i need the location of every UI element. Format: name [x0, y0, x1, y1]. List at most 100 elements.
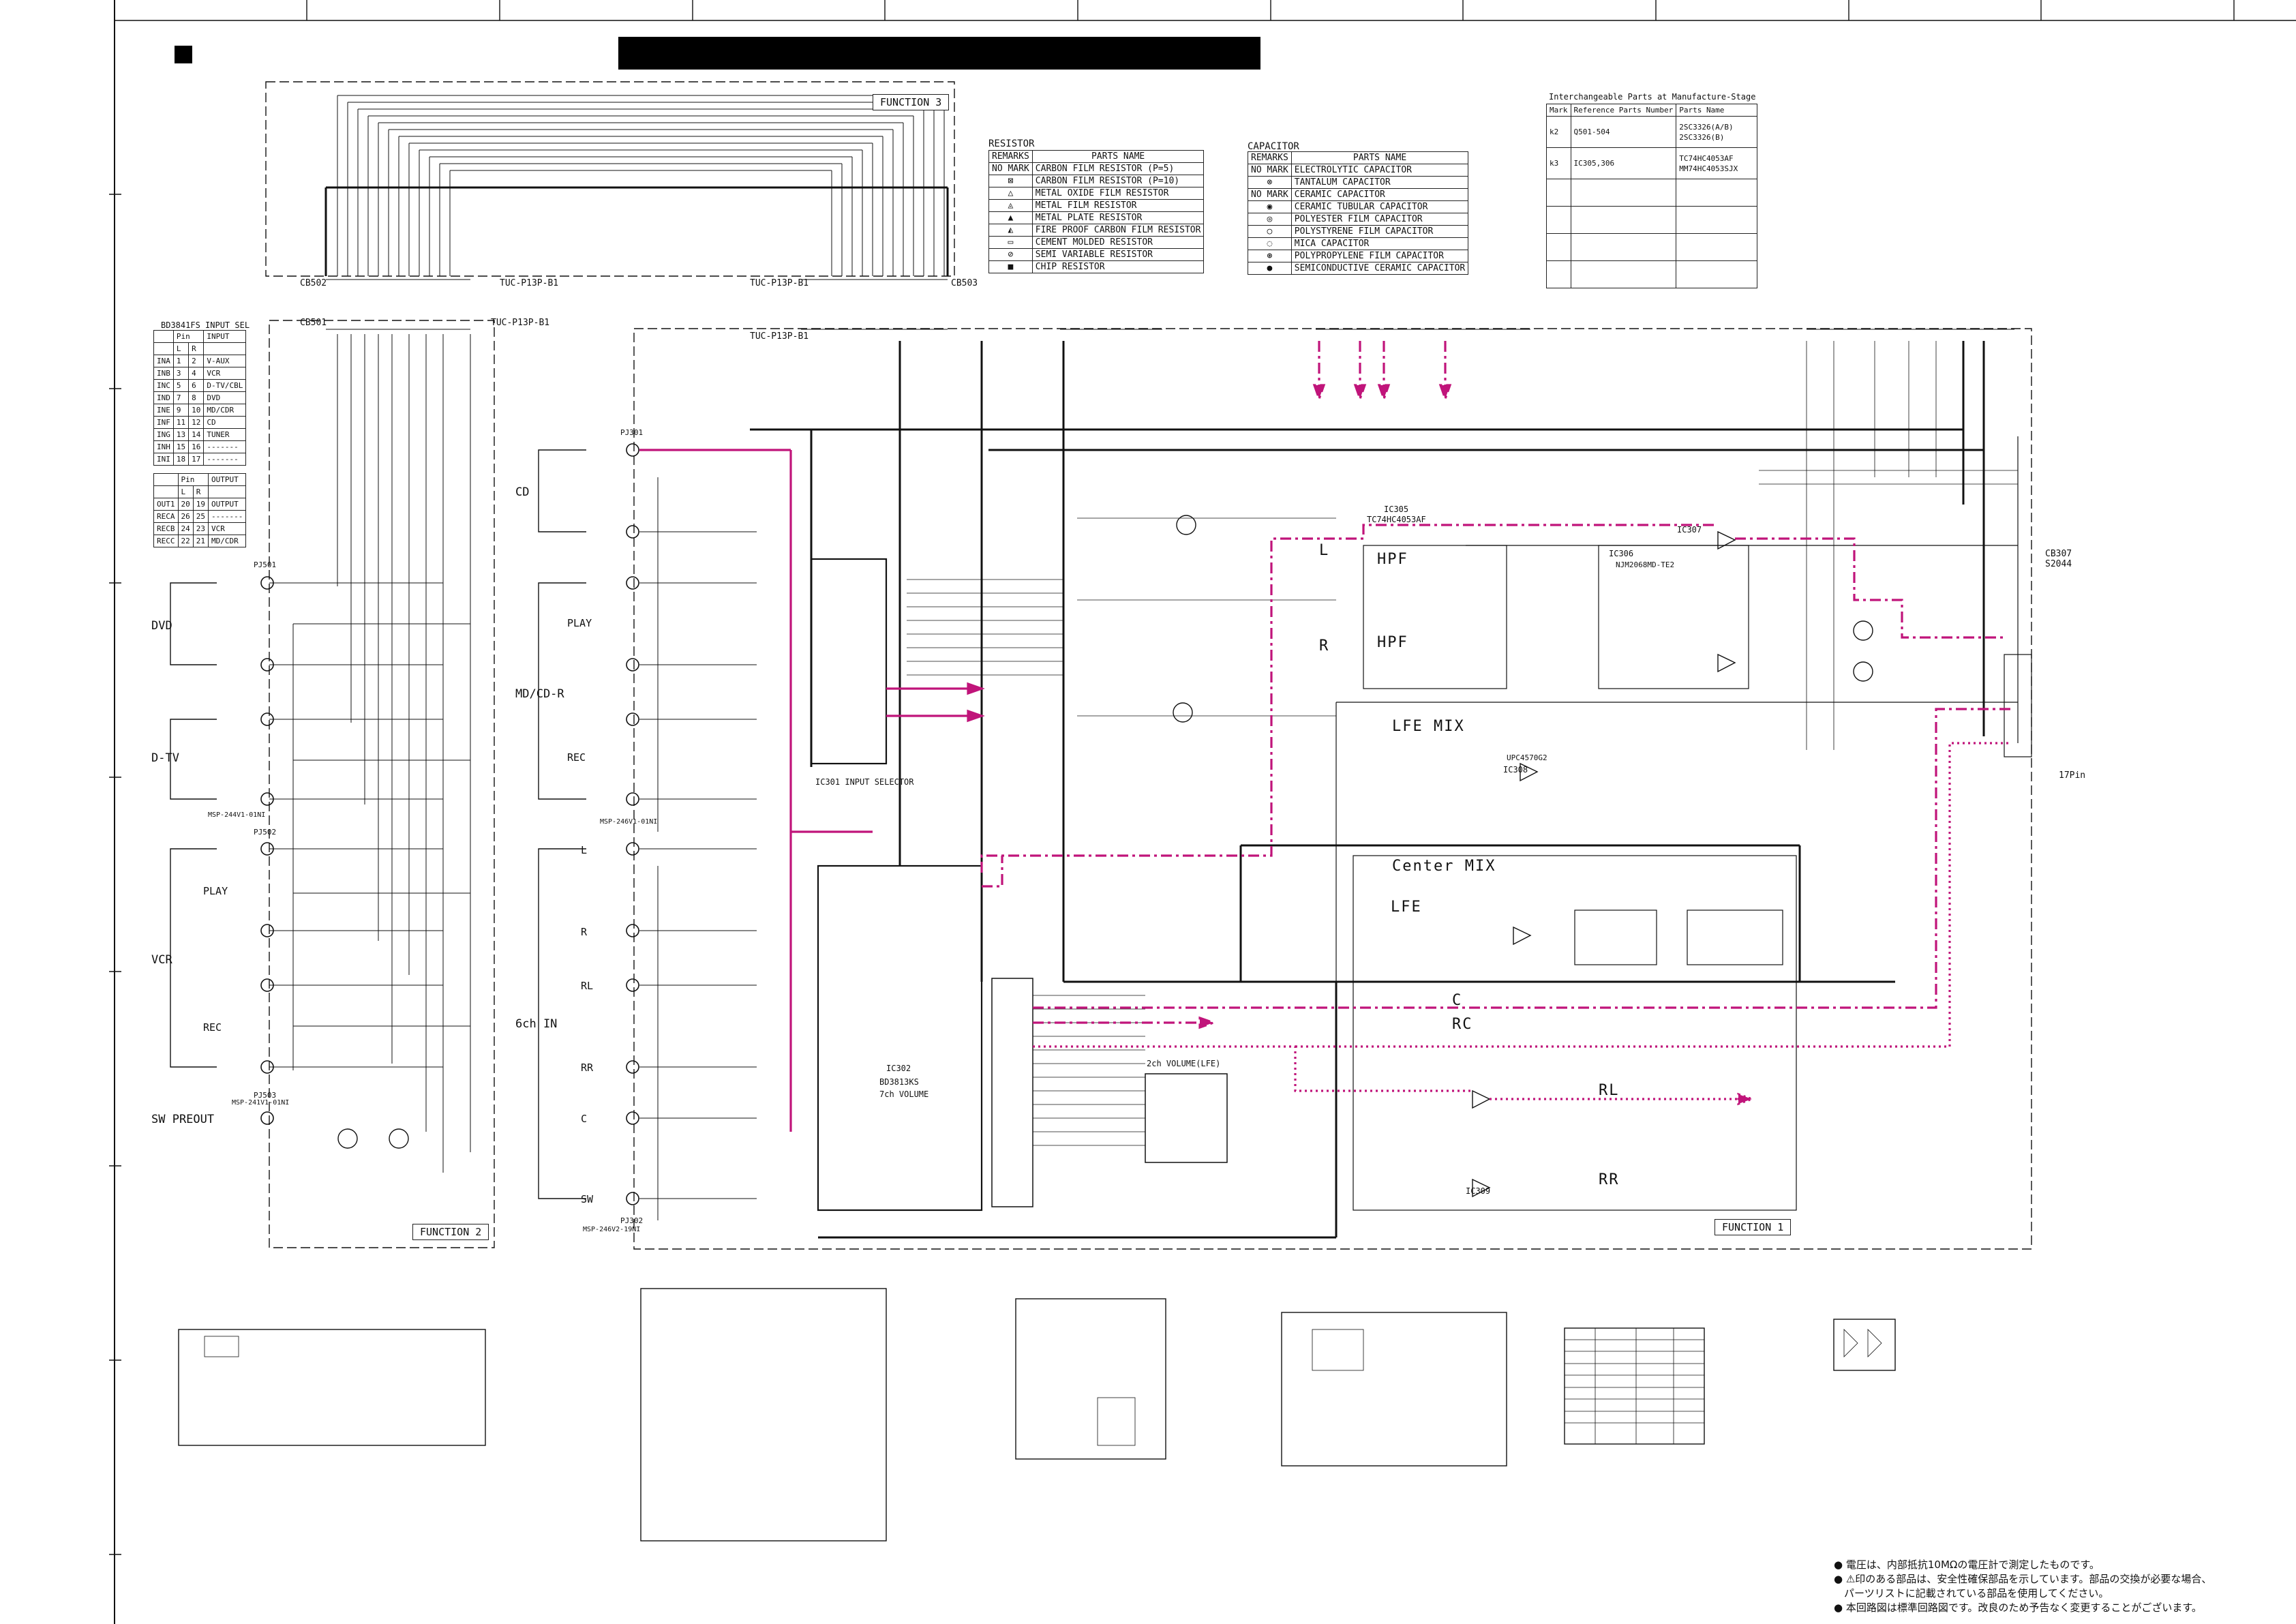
block-hpf-l: HPF	[1377, 551, 1408, 568]
note-line: パーツリストに記載されている部品を使用してください。	[1834, 1587, 2109, 1599]
jack-pj302: PJ302	[620, 1216, 644, 1225]
label-vcr-play: PLAY	[203, 885, 228, 897]
chip-ic302-part: BD3813KS	[879, 1077, 919, 1087]
chip-ic308-part: UPC4570G2	[1507, 753, 1547, 762]
label-vcr: VCR	[151, 953, 172, 967]
jack-pj503: PJ503	[254, 1091, 277, 1100]
label-cd: CD	[515, 485, 530, 499]
chip-ic308: IC308	[1503, 765, 1528, 775]
table-row: ●SEMICONDUCTIVE CERAMIC CAPACITOR	[1248, 262, 1469, 275]
connector-tuc-mid: TUC-P13P-B1	[491, 318, 550, 328]
table-row	[1546, 233, 1758, 261]
note-line: ● 電圧は、内部抵抗10MΩの電圧計で測定したものです。	[1834, 1559, 2100, 1571]
label-d-tv: D-TV	[151, 751, 179, 765]
function-2-label: FUNCTION 2	[412, 1224, 489, 1240]
block-l: L	[1319, 542, 1330, 559]
chip-ic305: IC305	[1384, 505, 1409, 514]
jack-pj502: PJ502	[254, 828, 277, 837]
label-md-cd-r: MD/CD-R	[515, 687, 564, 701]
jack-msp2: MSP-246V1-01NI	[600, 818, 658, 826]
jack-pj301: PJ301	[620, 428, 644, 437]
chip-ic307: IC307	[1677, 525, 1702, 535]
interchangeable-title: Interchangeable Parts at Manufacture-Sta…	[1549, 92, 1756, 102]
label-in-l: L	[581, 844, 588, 856]
table-row: ⊛POLYPROPYLENE FILM CAPACITOR	[1248, 250, 1469, 262]
table-row: ▭CEMENT MOLDED RESISTOR	[988, 236, 1205, 249]
label-play: PLAY	[567, 617, 592, 629]
table-row: ◉CERAMIC TUBULAR CAPACITOR	[1248, 200, 1469, 213]
chip-2ch-volume: 2ch VOLUME(LFE)	[1147, 1059, 1221, 1068]
chip-ic305-part: TC74HC4053AF	[1367, 515, 1426, 524]
chip-ic301: IC301 INPUT SELECTOR	[815, 777, 914, 787]
block-center-mix: Center MIX	[1392, 858, 1496, 875]
table-row: ◌MICA CAPACITOR	[1248, 237, 1469, 250]
resistor-legend-title: RESISTOR	[988, 138, 1035, 149]
table-row: ◬METAL FILM RESISTOR	[988, 199, 1205, 212]
label-6ch-in: 6ch IN	[515, 1017, 558, 1031]
function-1-label: FUNCTION 1	[1715, 1219, 1792, 1235]
table-row: ◎POLYESTER FILM CAPACITOR	[1248, 213, 1469, 226]
block-c: C	[1452, 992, 1463, 1009]
label-in-sw: SW	[581, 1193, 594, 1205]
table-row	[1546, 206, 1758, 234]
table-row	[1546, 179, 1758, 207]
capacitor-legend-title: CAPACITOR	[1248, 141, 1299, 152]
connector-cb501: CB501	[300, 318, 327, 328]
jack-msp4: MSP-246V2-19NI	[583, 1226, 641, 1233]
block-r: R	[1319, 637, 1330, 655]
table-row: ⊠CARBON FILM RESISTOR (P=10)	[988, 175, 1205, 187]
title-bar-redacted	[618, 37, 1260, 70]
input-sel-title: BD3841FS INPUT SEL	[161, 320, 250, 330]
connector-cb307: CB307 S2044	[2045, 549, 2072, 569]
label-sw-preout: SW PREOUT	[151, 1113, 215, 1126]
connector-17pin: 17Pin	[2059, 770, 2086, 781]
label-in-rl: RL	[581, 980, 594, 992]
connector-tuc-top2: TUC-P13P-B1	[750, 278, 809, 288]
jack-pj501: PJ501	[254, 560, 277, 569]
chip-ic306: IC306	[1609, 549, 1634, 558]
footnotes: ● 電圧は、内部抵抗10MΩの電圧計で測定したものです。 ● ⚠印のある部品は、…	[1834, 1558, 2211, 1615]
block-rr: RR	[1599, 1171, 1620, 1188]
table-row: ◭FIRE PROOF CARBON FILM RESISTOR	[988, 224, 1205, 237]
note-line: ● ⚠印のある部品は、安全性確保部品を示しています。部品の交換が必要な場合、	[1834, 1573, 2212, 1585]
chip-ic302: IC302	[886, 1064, 911, 1073]
connector-cb502: CB502	[300, 278, 327, 288]
block-lfe-mix: LFE MIX	[1392, 718, 1465, 735]
block-lfe: LFE	[1391, 899, 1422, 916]
note-line: ● 本回路図は標準回路図です。改良のため予告なく変更することがございます。	[1834, 1602, 2202, 1614]
table-row: ⊘SEMI VARIABLE RESISTOR	[988, 248, 1205, 261]
section-marker-square	[175, 46, 192, 63]
label-rec: REC	[567, 751, 586, 764]
table-row	[1546, 260, 1758, 288]
block-rc: RC	[1452, 1016, 1473, 1033]
label-in-c: C	[581, 1113, 588, 1125]
block-rl: RL	[1599, 1082, 1620, 1099]
connector-tuc-mid2: TUC-P13P-B1	[750, 331, 809, 342]
label-dvd: DVD	[151, 619, 172, 633]
table-row: ▲METAL PLATE RESISTOR	[988, 211, 1205, 224]
